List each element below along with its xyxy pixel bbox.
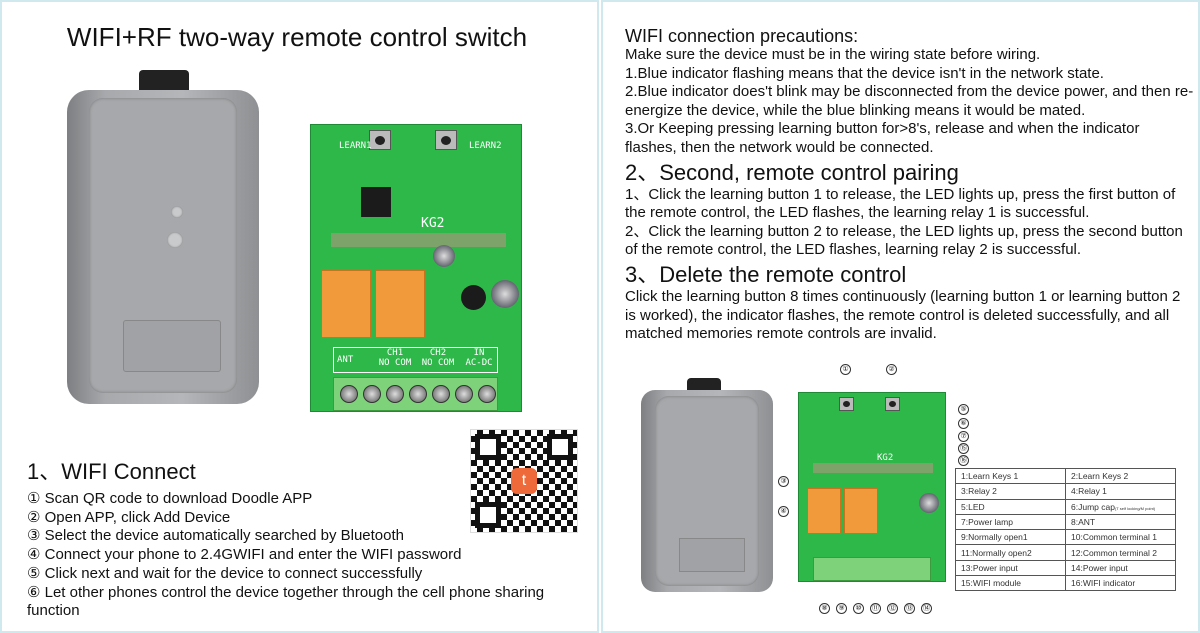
- pcb-label: CH1: [386, 348, 404, 358]
- led-icon: [167, 232, 183, 248]
- callout-5: ⑤: [958, 404, 969, 415]
- led-icon: [171, 206, 183, 218]
- page-title: WIFI+RF two-way remote control switch: [66, 22, 528, 52]
- qr-code: t: [470, 429, 578, 533]
- callout-4: ④: [778, 506, 789, 517]
- delete-heading: 3、Delete the remote control: [625, 261, 907, 287]
- precautions-heading: WIFI connection precautions:: [625, 26, 859, 46]
- pairing-item: 1、Click the learning button 1 to release…: [625, 185, 1176, 222]
- relay-2: [375, 270, 425, 338]
- table-cell: 7:Power lamp: [955, 513, 1066, 531]
- table-cell: 11:Normally open2: [955, 544, 1066, 561]
- pcb-label: NO: [378, 358, 390, 368]
- remote-control-small-image: [641, 378, 773, 592]
- callout-8: ⑧: [819, 603, 830, 614]
- delete-text: Click the learning button 8 times contin…: [625, 287, 1181, 343]
- wifi-connect-heading: 1、WIFI Connect: [27, 459, 196, 484]
- table-cell: 14:Power input: [1065, 559, 1176, 577]
- step-item: ⑥ Let other phones control the device to…: [27, 583, 545, 620]
- precaution-item: 1.Blue indicator flashing means that the…: [625, 64, 1104, 82]
- callout-11: ⑪: [870, 603, 881, 614]
- pcb-board-small-image: KG2: [798, 392, 946, 582]
- app-logo-icon: t: [511, 468, 537, 494]
- table-cell: 1:Learn Keys 1: [955, 467, 1066, 485]
- wifi-connect-steps: ① Scan QR code to download Doodle APP ② …: [27, 490, 582, 621]
- table-cell-text: 6:Jump cap: [1071, 501, 1115, 512]
- callout-9: ⑨: [836, 603, 847, 614]
- callout-16: ⑯: [958, 455, 969, 466]
- callout-12: ⑫: [887, 603, 898, 614]
- table-cell: 9:Normally open1: [955, 529, 1066, 546]
- right-panel: WIFI connection precautions: Make sure t…: [601, 0, 1200, 633]
- learn2-button: [435, 130, 457, 150]
- table-cell: 15:WIFI module: [955, 575, 1066, 592]
- table-cell: 5:LED: [955, 498, 1066, 515]
- pcb-label: ANT: [337, 355, 354, 365]
- pcb-model: KG2: [877, 453, 894, 463]
- table-cell: 12:Common terminal 2: [1065, 544, 1176, 561]
- callout-2: ②: [886, 364, 897, 375]
- pcb-label: CH2: [429, 348, 447, 358]
- table-cell: 8:ANT: [1065, 513, 1176, 531]
- callout-13: ⑬: [904, 603, 915, 614]
- callout-10: ⑩: [853, 603, 864, 614]
- learn1-button: [369, 130, 391, 150]
- pcb-label: LEARN1: [339, 141, 372, 151]
- step-item: ① Scan QR code to download Doodle APP: [27, 490, 313, 507]
- pcb-label: AC-DC: [465, 358, 493, 368]
- callout-1: ①: [840, 364, 851, 375]
- step-item: ② Open APP, click Add Device: [27, 508, 231, 526]
- jump-cap-note: (T self locking/M point): [1114, 505, 1156, 511]
- table-cell: 13:Power input: [955, 559, 1066, 577]
- pairing-heading: 2、Second, remote control pairing: [625, 159, 959, 185]
- pcb-model: KG2: [421, 216, 445, 231]
- table-cell: 2:Learn Keys 2: [1065, 467, 1176, 485]
- callout-3: ③: [778, 476, 789, 487]
- callout-7: ⑦: [958, 431, 969, 442]
- pcb-label: IN: [473, 348, 485, 358]
- callout-15: ⑮: [958, 443, 969, 454]
- remote-control-image: [67, 70, 259, 404]
- pcb-label: NO: [421, 358, 433, 368]
- precaution-item: 3.Or Keeping pressing learning button fo…: [625, 120, 1140, 156]
- relay-1: [321, 270, 371, 338]
- step-item: ④ Connect your phone to 2.4GWIFI and ent…: [27, 546, 462, 564]
- callout-14: ⑭: [921, 603, 932, 614]
- left-panel: WIFI+RF two-way remote control switch LE…: [0, 0, 599, 633]
- table-cell: 4:Relay 1: [1065, 483, 1176, 500]
- table-cell: 6:Jump cap(T self locking/M point): [1065, 498, 1176, 515]
- table-cell: 10:Common terminal 1: [1065, 529, 1176, 546]
- precaution-item: 2.Blue indicator does't blink may be dis…: [625, 83, 1194, 119]
- step-item: ③ Select the device automatically search…: [27, 527, 404, 545]
- terminal-block: [333, 377, 498, 411]
- pcb-label: COM: [395, 358, 412, 368]
- step-item: ⑤ Click next and wait for the device to …: [27, 564, 423, 582]
- precaution-item: Make sure the device must be in the wiri…: [625, 46, 1041, 63]
- pairing-item: 2、Click the learning button 2 to release…: [625, 222, 1183, 259]
- callout-6: ⑥: [958, 418, 969, 429]
- pcb-label: COM: [438, 358, 455, 368]
- table-cell: 16:WIFI indicator: [1065, 575, 1176, 592]
- table-cell: 3:Relay 2: [955, 483, 1066, 500]
- pcb-label: LEARN2: [469, 141, 502, 151]
